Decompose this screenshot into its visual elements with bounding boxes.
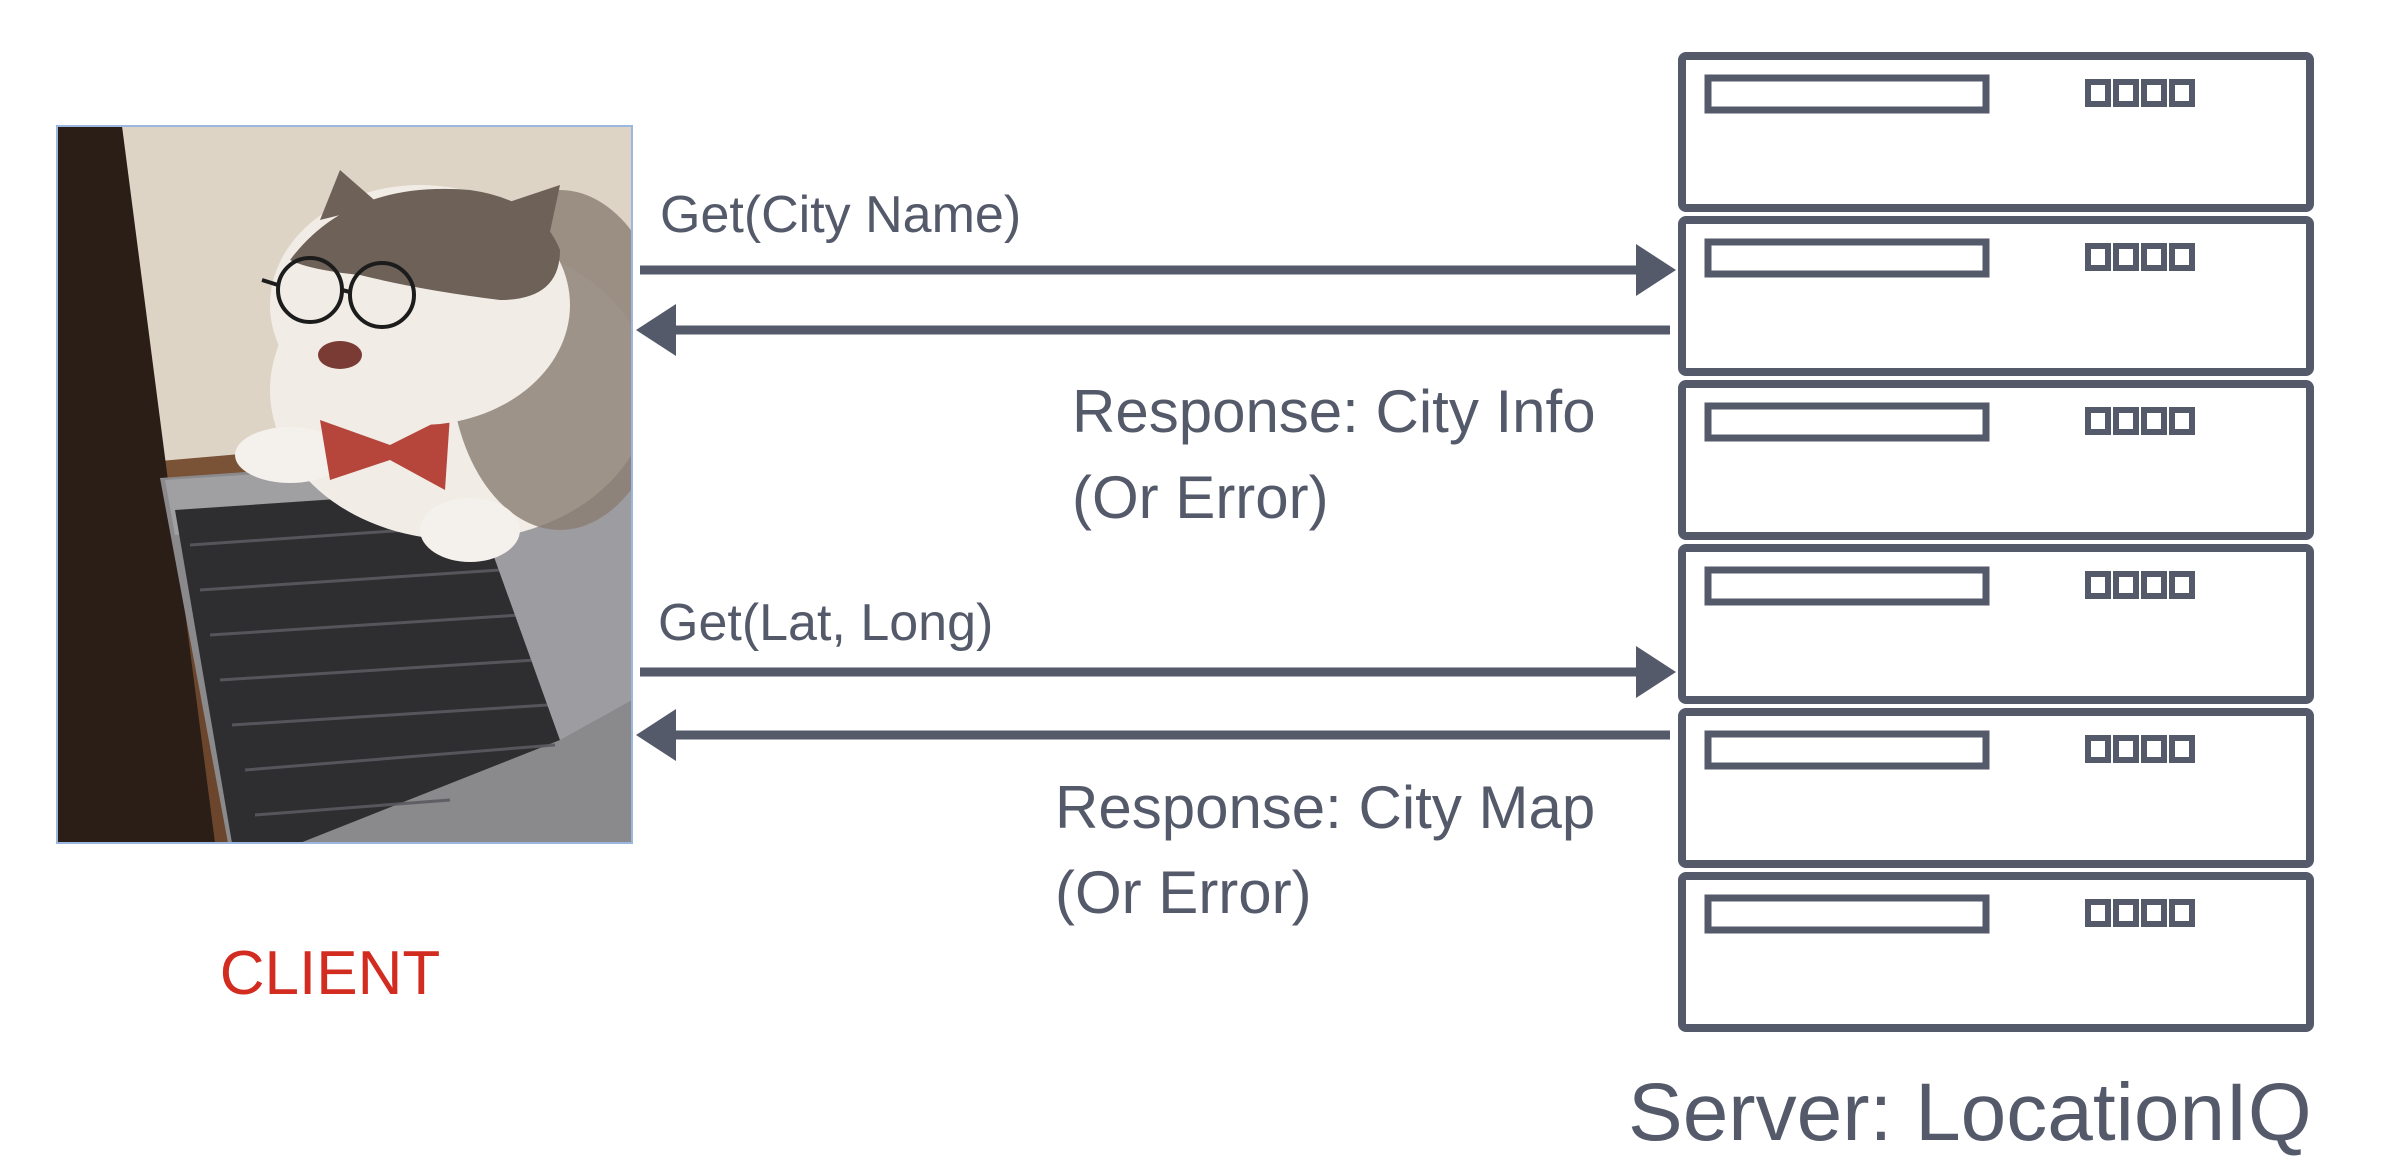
server-status-light bbox=[2141, 407, 2167, 435]
server-label: Server: LocationIQ bbox=[1628, 1067, 2312, 1158]
server-status-light bbox=[2113, 407, 2139, 435]
server-unit-chassis bbox=[1678, 380, 2314, 540]
server-unit-chassis bbox=[1678, 216, 2314, 376]
server-status-light bbox=[2085, 735, 2111, 763]
response-label-2-line2: (Or Error) bbox=[1055, 859, 1312, 926]
server-drive-slot bbox=[1704, 730, 1990, 770]
client-label: CLIENT bbox=[220, 939, 440, 1008]
server-status-light bbox=[2141, 79, 2167, 107]
cat-bowtie bbox=[320, 415, 450, 490]
server-rack bbox=[1678, 52, 2314, 1032]
server-status-light bbox=[2113, 243, 2139, 271]
server-drive-slot bbox=[1704, 402, 1990, 442]
client-photo-border bbox=[56, 125, 633, 844]
server-drive-slot bbox=[1704, 566, 1990, 606]
server-status-light bbox=[2169, 407, 2195, 435]
request-label-2: Get(Lat, Long) bbox=[658, 594, 993, 652]
request-arrow-2-head bbox=[1636, 646, 1676, 698]
cat-paw-left bbox=[235, 427, 345, 483]
laptop-screen bbox=[57, 126, 215, 843]
server-status-light bbox=[2141, 243, 2167, 271]
server-status-light bbox=[2169, 899, 2195, 927]
server-unit-chassis bbox=[1678, 52, 2314, 212]
cat-ear-left bbox=[320, 170, 380, 220]
server-status-light bbox=[2141, 899, 2167, 927]
server-unit-chassis bbox=[1678, 872, 2314, 1032]
server-status-light bbox=[2169, 735, 2195, 763]
server-rack-unit bbox=[1678, 380, 2314, 540]
server-status-light bbox=[2169, 243, 2195, 271]
cat-ear-right bbox=[500, 185, 560, 255]
server-status-light bbox=[2169, 571, 2195, 599]
response-label-1-line1: Response: City Info bbox=[1072, 378, 1596, 445]
response-arrow-2-head bbox=[636, 709, 676, 761]
server-status-light bbox=[2113, 735, 2139, 763]
server-status-light bbox=[2113, 899, 2139, 927]
server-status-light bbox=[2141, 571, 2167, 599]
server-status-light bbox=[2085, 571, 2111, 599]
request-label-1: Get(City Name) bbox=[660, 186, 1021, 244]
server-rack-unit bbox=[1678, 872, 2314, 1032]
server-status-light bbox=[2085, 899, 2111, 927]
response-label-1-line2: (Or Error) bbox=[1072, 464, 1329, 531]
cat-glasses bbox=[261, 256, 416, 329]
server-rack-unit bbox=[1678, 52, 2314, 212]
keyboard-keys bbox=[189, 523, 556, 817]
server-status-light bbox=[2169, 79, 2195, 107]
server-drive-slot bbox=[1704, 894, 1990, 934]
response-label-2-line1: Response: City Map bbox=[1055, 774, 1595, 841]
response-arrow-1-head bbox=[636, 304, 676, 356]
server-status-light bbox=[2085, 407, 2111, 435]
server-status-light bbox=[2085, 243, 2111, 271]
server-status-light bbox=[2113, 79, 2139, 107]
client-photo bbox=[57, 126, 632, 843]
server-status-light bbox=[2141, 735, 2167, 763]
server-rack-unit bbox=[1678, 544, 2314, 704]
cat-paw-right bbox=[420, 498, 520, 562]
server-unit-chassis bbox=[1678, 708, 2314, 868]
arrows bbox=[636, 244, 1676, 761]
server-status-light bbox=[2085, 79, 2111, 107]
request-arrow-1-head bbox=[1636, 244, 1676, 296]
server-status-light bbox=[2113, 571, 2139, 599]
server-drive-slot bbox=[1704, 238, 1990, 278]
server-rack-unit bbox=[1678, 216, 2314, 376]
server-drive-slot bbox=[1704, 74, 1990, 114]
laptop-keyboard bbox=[175, 490, 560, 843]
server-unit-chassis bbox=[1678, 544, 2314, 704]
server-rack-unit bbox=[1678, 708, 2314, 868]
cat-mouth bbox=[318, 341, 362, 369]
